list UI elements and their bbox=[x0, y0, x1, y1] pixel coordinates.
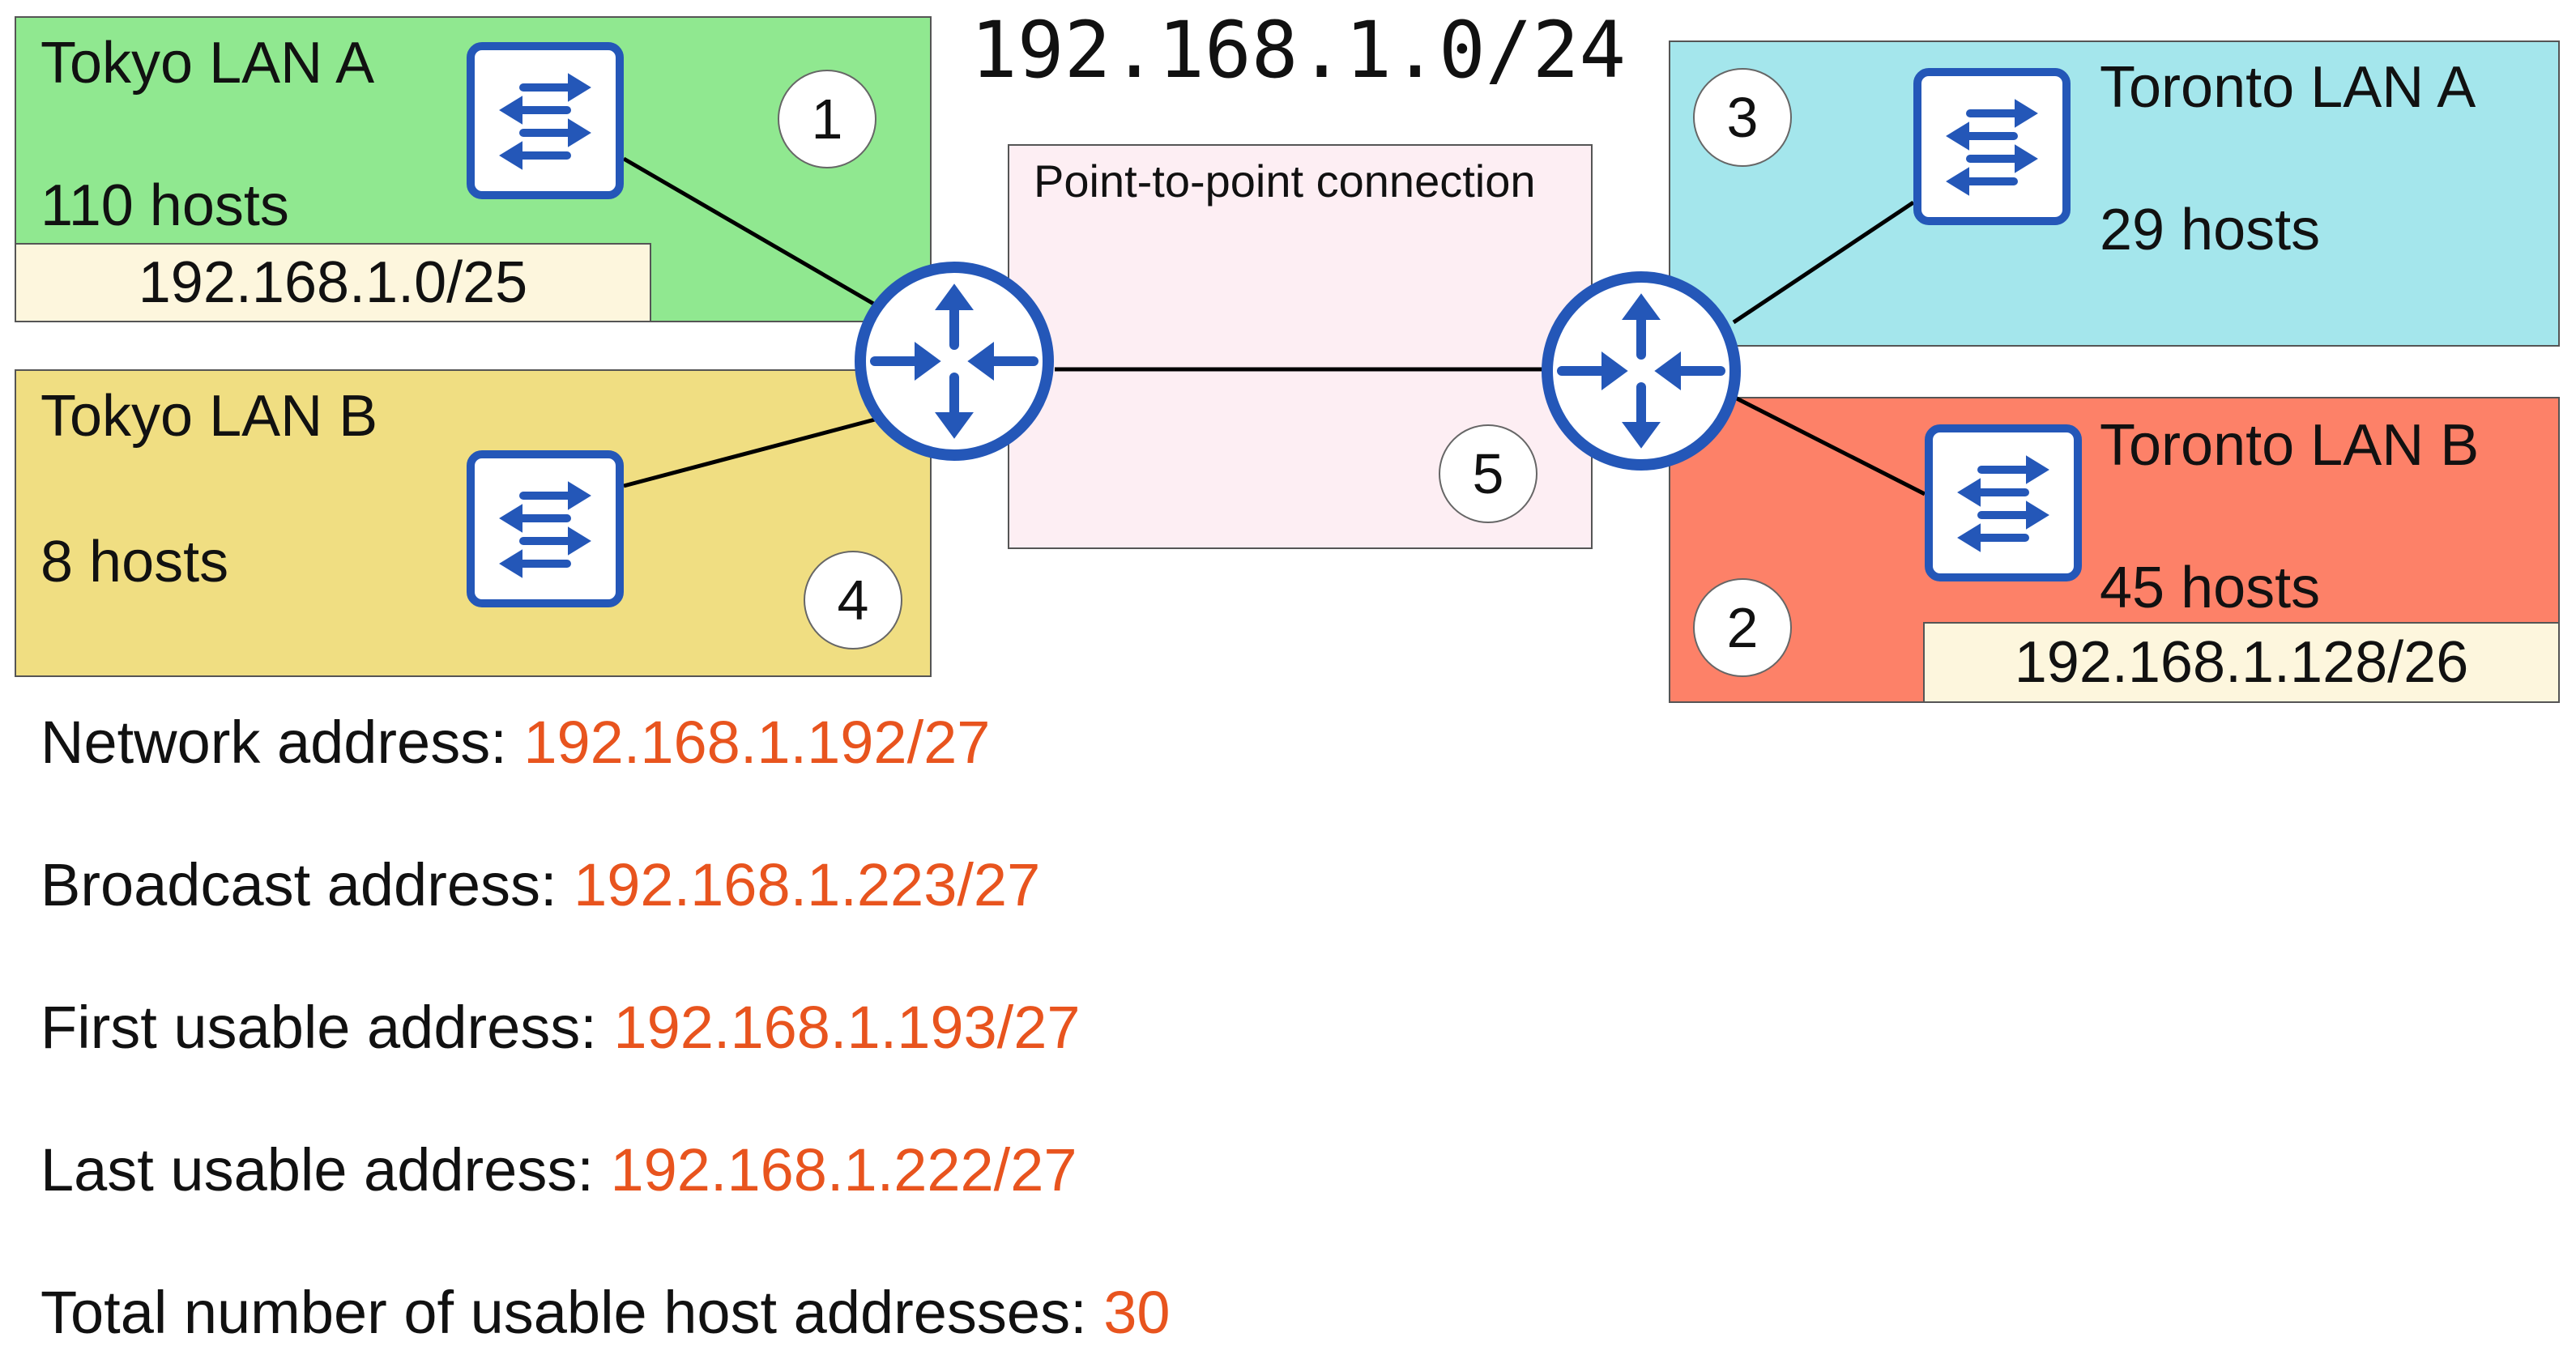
switch-icon[interactable] bbox=[467, 450, 624, 607]
link-tokyo-a bbox=[622, 156, 876, 307]
link-toronto-b bbox=[1732, 394, 1926, 496]
first-usable-value: 192.168.1.193/27 bbox=[613, 994, 1081, 1061]
switch-icon[interactable] bbox=[1913, 68, 2071, 225]
toronto-lan-b-name: Toronto LAN B bbox=[2100, 413, 2480, 478]
last-usable-value: 192.168.1.222/27 bbox=[610, 1136, 1077, 1203]
tokyo-lan-a-hosts: 110 hosts bbox=[41, 173, 289, 238]
toronto-lan-a-box bbox=[1669, 40, 2560, 347]
total-usable-line: Total number of usable host addresses: 3… bbox=[41, 1283, 1171, 1343]
tokyo-lan-a-name: Tokyo LAN A bbox=[41, 31, 375, 96]
network-address-label: Network address: bbox=[41, 709, 524, 776]
broadcast-address-value: 192.168.1.223/27 bbox=[574, 851, 1041, 918]
marker-3: 3 bbox=[1693, 68, 1792, 167]
toronto-lan-a-name: Toronto LAN A bbox=[2100, 55, 2476, 120]
tokyo-lan-b-name: Tokyo LAN B bbox=[41, 384, 378, 449]
marker-2: 2 bbox=[1693, 578, 1792, 677]
marker-4: 4 bbox=[804, 551, 902, 650]
router-icon[interactable] bbox=[854, 261, 1055, 462]
tokyo-lan-a-subnet: 192.168.1.0/25 bbox=[15, 243, 651, 322]
network-address-value: 192.168.1.192/27 bbox=[523, 709, 991, 776]
toronto-lan-b-hosts: 45 hosts bbox=[2100, 556, 2321, 620]
marker-5: 5 bbox=[1439, 424, 1537, 523]
last-usable-label: Last usable address: bbox=[41, 1136, 611, 1203]
p2p-label: Point-to-point connection bbox=[1034, 155, 1536, 207]
toronto-lan-b-subnet: 192.168.1.128/26 bbox=[1923, 622, 2560, 703]
first-usable-label: First usable address: bbox=[41, 994, 614, 1061]
link-toronto-a bbox=[1732, 200, 1915, 325]
marker-1: 1 bbox=[778, 70, 876, 168]
broadcast-address-line: Broadcast address: 192.168.1.223/27 bbox=[41, 855, 1040, 915]
tokyo-lan-b-hosts: 8 hosts bbox=[41, 530, 229, 594]
total-usable-value: 30 bbox=[1103, 1279, 1171, 1346]
network-title: 192.168.1.0/24 bbox=[970, 5, 1627, 96]
router-icon[interactable] bbox=[1541, 270, 1742, 471]
first-usable-line: First usable address: 192.168.1.193/27 bbox=[41, 998, 1081, 1058]
toronto-lan-a-hosts: 29 hosts bbox=[2100, 198, 2321, 262]
switch-icon[interactable] bbox=[467, 42, 624, 199]
broadcast-address-label: Broadcast address: bbox=[41, 851, 574, 918]
network-address-line: Network address: 192.168.1.192/27 bbox=[41, 713, 990, 773]
switch-icon[interactable] bbox=[1925, 424, 2082, 581]
last-usable-line: Last usable address: 192.168.1.222/27 bbox=[41, 1140, 1077, 1200]
link-tokyo-b bbox=[623, 417, 876, 488]
total-usable-label: Total number of usable host addresses: bbox=[41, 1279, 1104, 1346]
